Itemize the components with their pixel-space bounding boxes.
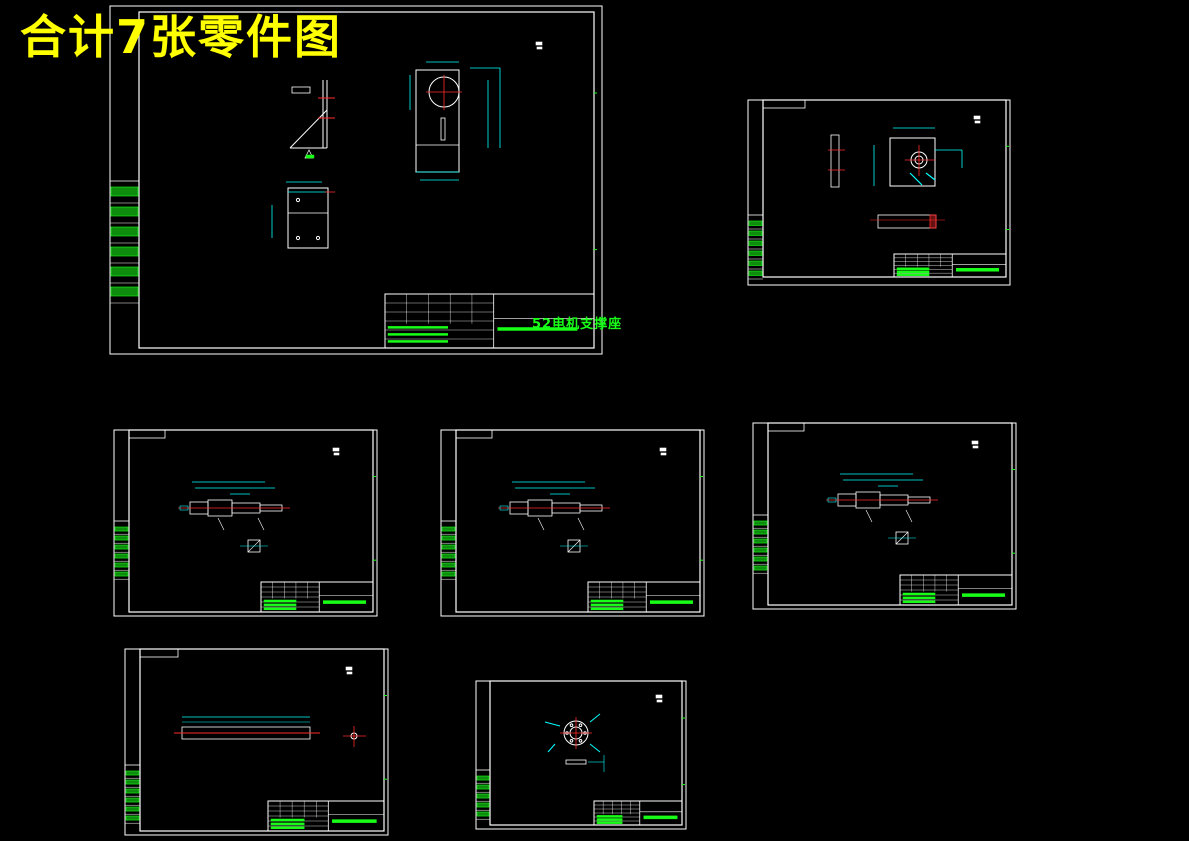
sheet-6-rod <box>124 648 389 836</box>
sheet-1-title: 52电机支撑座 <box>532 317 623 332</box>
sheet-3-shaft <box>113 429 378 617</box>
headline-part-count: 合计7张零件图 <box>20 10 343 64</box>
sheet-7-flange <box>475 680 687 830</box>
sheet-5-shaft <box>752 422 1017 610</box>
sheet-4-shaft <box>440 429 705 617</box>
sheet-1-motor-bracket <box>109 5 603 355</box>
sheet-2-part <box>747 99 1011 286</box>
